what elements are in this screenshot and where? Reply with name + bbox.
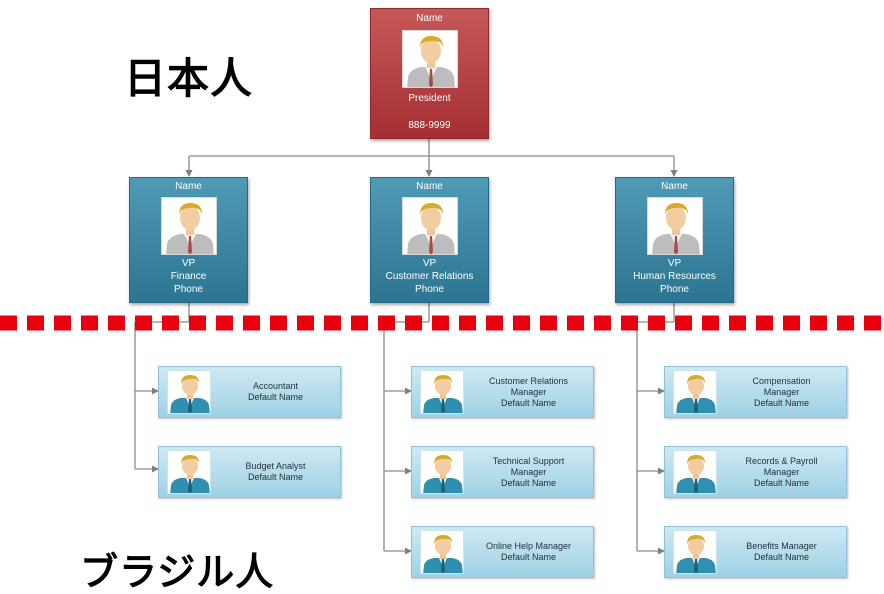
person-avatar-icon: [673, 450, 717, 494]
vp-dept: Customer Relations: [385, 271, 474, 282]
employee-title: Customer Relations: [488, 375, 569, 386]
vp-title: VP: [667, 258, 682, 269]
vp-node-human-resources[interactable]: Name VP Human Resources Phone: [615, 177, 734, 303]
employee-title: Records & Payroll: [745, 455, 818, 466]
employee-text: Compensation Manager Default Name: [721, 367, 842, 417]
employee-text: Records & Payroll Manager Default Name: [721, 447, 842, 497]
employee-title: Technical Support: [492, 455, 565, 466]
vp-phone: Phone: [415, 284, 444, 295]
president-name: Name: [416, 13, 443, 24]
employee-card[interactable]: Benefits Manager Default Name: [664, 526, 847, 578]
vp-phone: Phone: [174, 284, 203, 295]
employee-title: Online Help Manager: [485, 541, 572, 551]
person-avatar-icon: [673, 530, 717, 574]
person-avatar-icon: [167, 450, 211, 494]
employee-card[interactable]: Online Help Manager Default Name: [411, 526, 594, 578]
employee-card[interactable]: Technical Support Manager Default Name: [411, 446, 594, 498]
person-avatar-icon: [420, 530, 464, 574]
vp-dept: Finance: [170, 271, 207, 282]
president-title: President: [408, 93, 451, 104]
employee-role: Manager: [510, 466, 547, 477]
person-avatar-icon: [420, 450, 464, 494]
employee-card[interactable]: Budget Analyst Default Name: [158, 446, 341, 498]
employee-text: Online Help Manager Default Name: [468, 527, 589, 577]
employee-name: Default Name: [500, 477, 557, 488]
person-photo-icon: [402, 30, 458, 88]
employee-title: Compensation: [752, 375, 811, 386]
vp-title: VP: [422, 258, 437, 269]
employee-role: Manager: [763, 386, 800, 397]
employee-card[interactable]: Compensation Manager Default Name: [664, 366, 847, 418]
employee-text: Accountant Default Name: [215, 367, 336, 417]
employee-name: Default Name: [247, 392, 304, 402]
group-label-bottom: ブラジル人: [80, 550, 275, 594]
employee-name: Default Name: [753, 477, 810, 488]
person-avatar-icon: [167, 370, 211, 414]
person-avatar-icon: [420, 370, 464, 414]
group-label-top: 日本人: [124, 54, 254, 103]
employee-card[interactable]: Records & Payroll Manager Default Name: [664, 446, 847, 498]
vp-dept: Human Resources: [633, 271, 716, 282]
employee-title: Benefits Manager: [746, 541, 817, 551]
employee-card[interactable]: Accountant Default Name: [158, 366, 341, 418]
employee-card[interactable]: Customer Relations Manager Default Name: [411, 366, 594, 418]
president-node[interactable]: Name President 888-9999: [370, 8, 489, 139]
employee-title: Budget Analyst: [245, 461, 306, 471]
vp-node-customer-relations[interactable]: Name VP Customer Relations Phone: [370, 177, 489, 303]
president-phone: 888-9999: [408, 120, 451, 131]
person-photo-icon: [161, 197, 217, 255]
employee-name: Default Name: [247, 472, 304, 482]
employee-role: Manager: [510, 386, 547, 397]
vp-name: Name: [661, 181, 688, 192]
vp-phone: Phone: [660, 284, 689, 295]
employee-name: Default Name: [500, 397, 557, 408]
person-photo-icon: [647, 197, 703, 255]
person-avatar-icon: [673, 370, 717, 414]
vp-name: Name: [175, 181, 202, 192]
employee-name: Default Name: [753, 397, 810, 408]
employee-text: Benefits Manager Default Name: [721, 527, 842, 577]
person-photo-icon: [402, 197, 458, 255]
employee-name: Default Name: [500, 552, 557, 562]
employee-text: Technical Support Manager Default Name: [468, 447, 589, 497]
employee-text: Customer Relations Manager Default Name: [468, 367, 589, 417]
vp-node-finance[interactable]: Name VP Finance Phone: [129, 177, 248, 303]
employee-text: Budget Analyst Default Name: [215, 447, 336, 497]
employee-role: Manager: [763, 466, 800, 477]
employee-name: Default Name: [753, 552, 810, 562]
vp-name: Name: [416, 181, 443, 192]
vp-title: VP: [181, 258, 196, 269]
employee-title: Accountant: [252, 381, 299, 391]
